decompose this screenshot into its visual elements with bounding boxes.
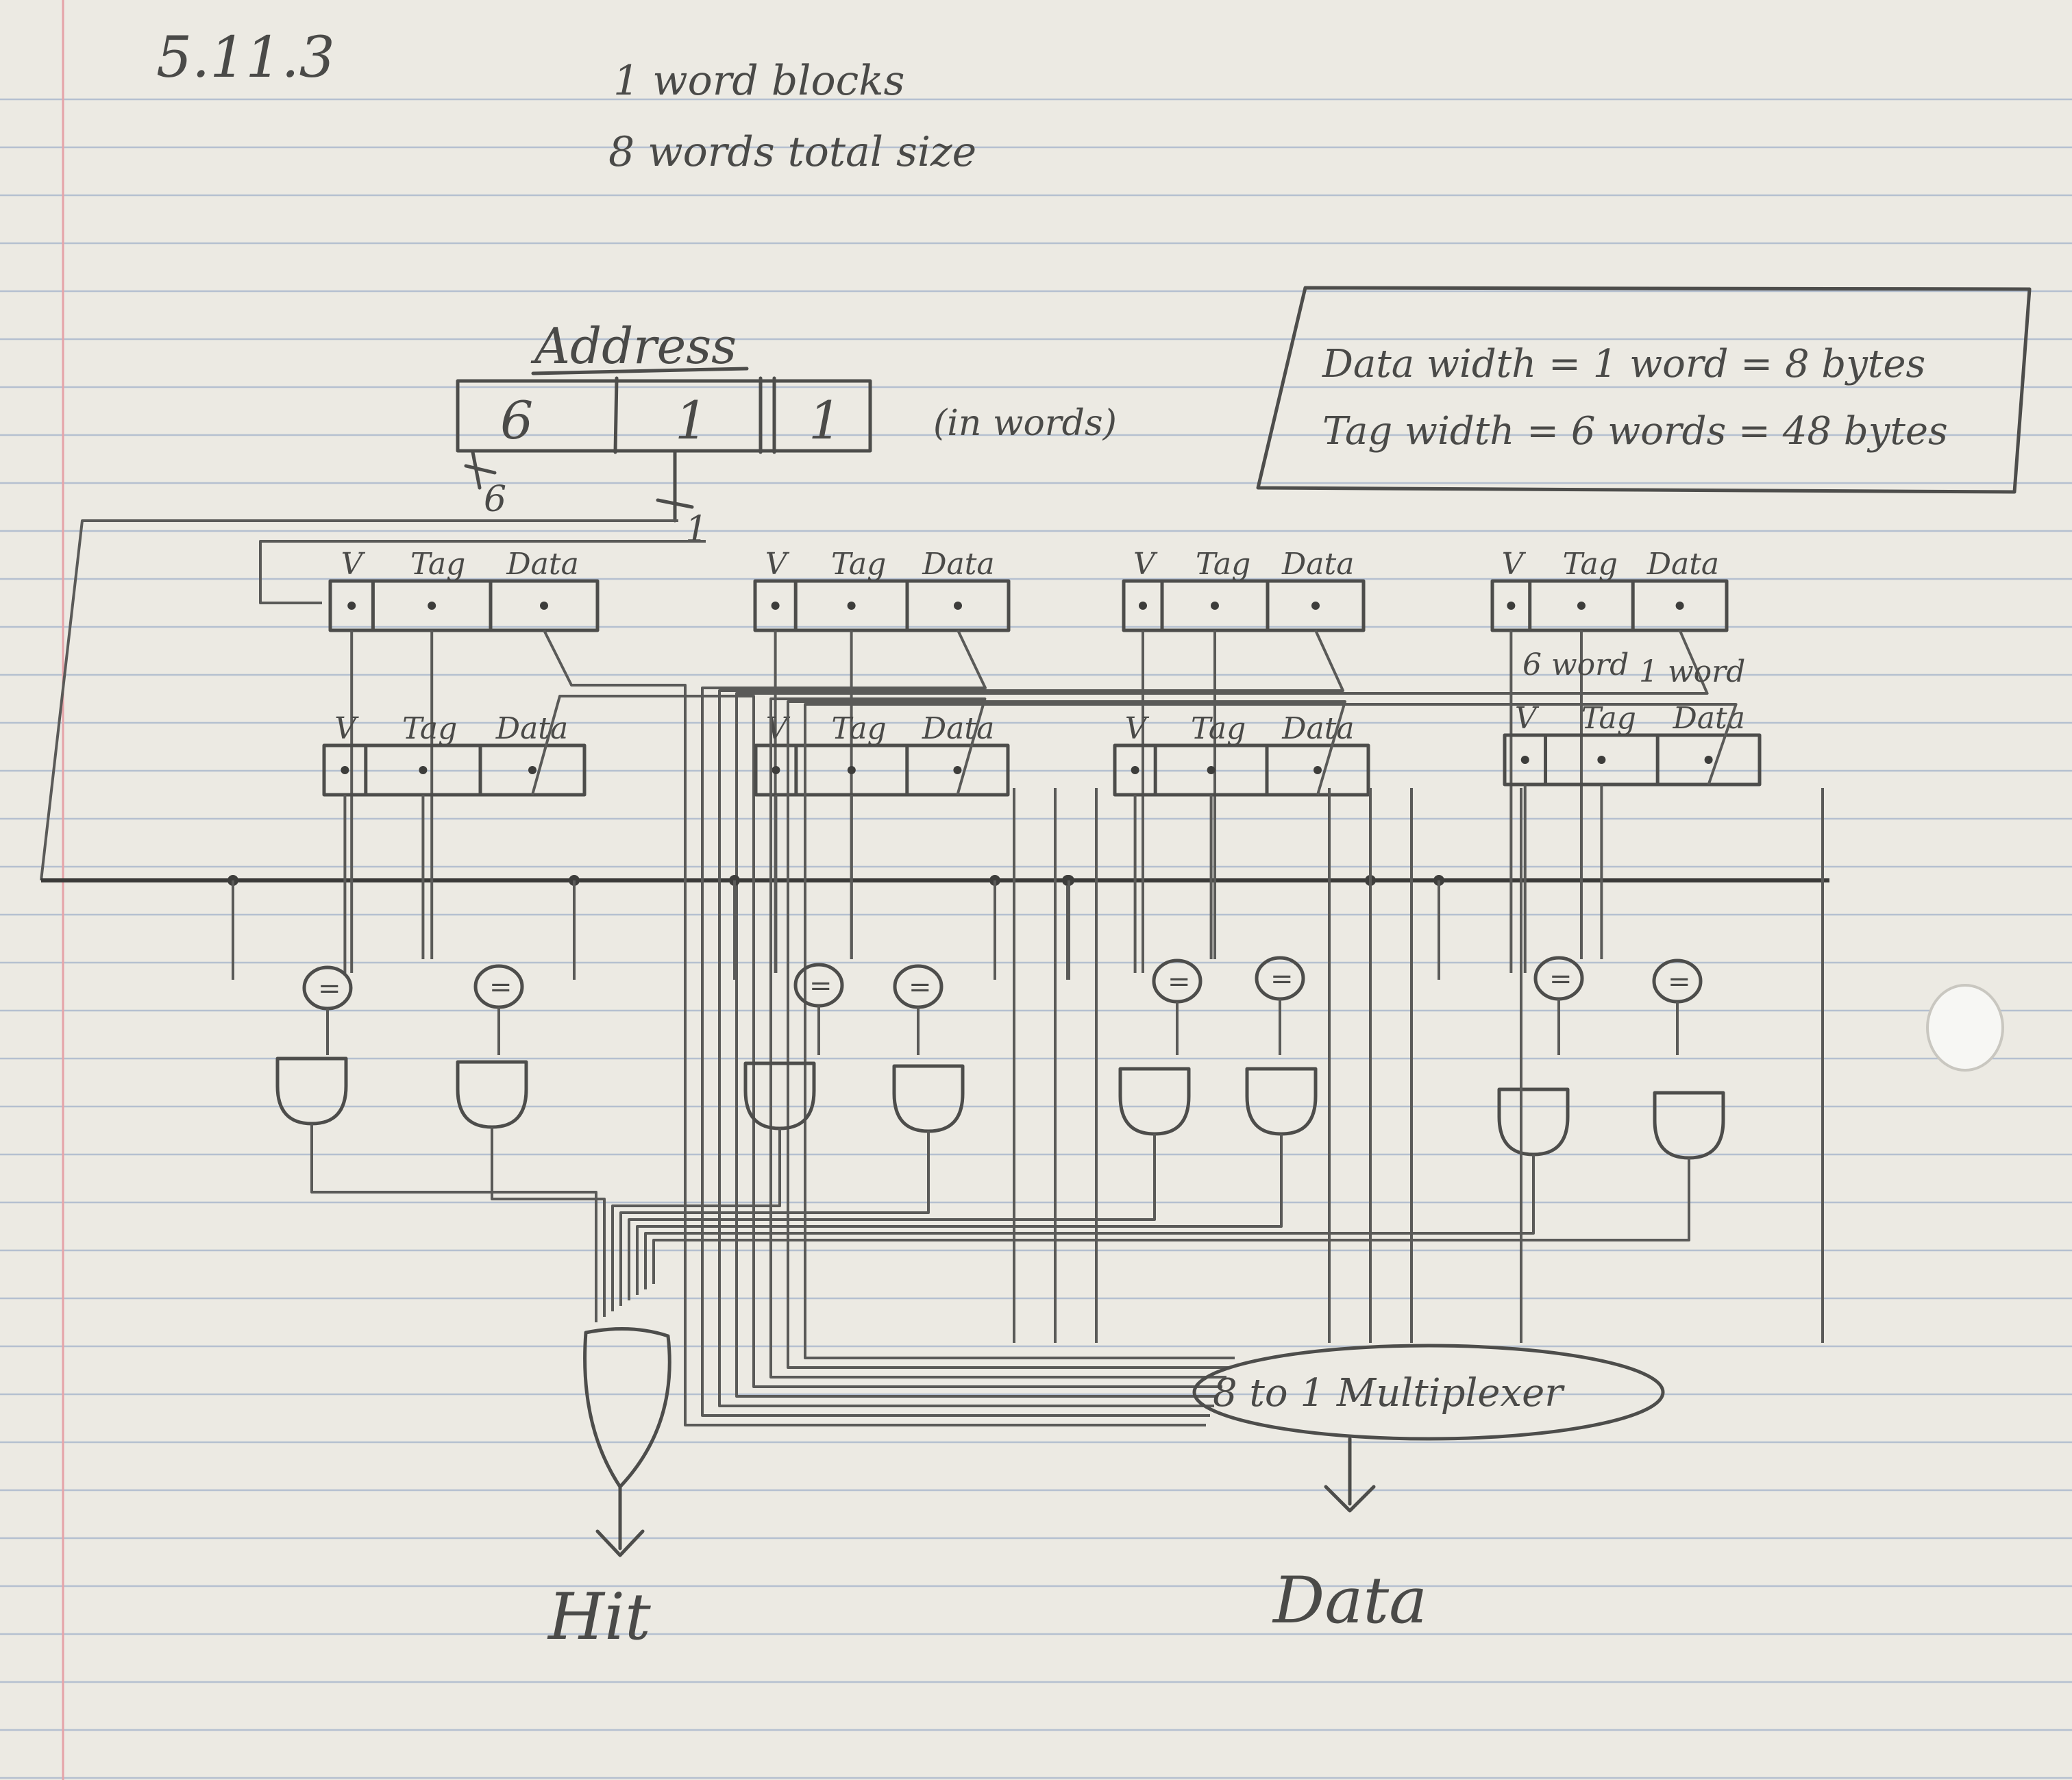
comparator-symbol-2: = <box>809 970 832 1002</box>
cache-entry-top-1: VTagData <box>702 547 1009 1302</box>
valid-and-gate-6 <box>645 1089 1568 1289</box>
tag-comparator-4: = <box>1154 961 1200 1055</box>
entry-bottom-0-data-label: Data <box>495 711 568 746</box>
entry-top-0-data-label: Data <box>506 547 578 582</box>
tag-comparator-6: = <box>1536 958 1582 1055</box>
data-output-arrow <box>1326 1439 1374 1511</box>
entry-bottom-0-v-label: V <box>334 711 359 746</box>
comparator-symbol-3: = <box>909 972 932 1003</box>
valid-and-gate-5 <box>637 1069 1316 1295</box>
valid-and-gate-2 <box>613 1063 814 1311</box>
entry-top-2-tag-label: Tag <box>1196 547 1250 582</box>
index-bits-label: 1 <box>685 509 708 550</box>
entry-bottom-2-data-label: Data <box>1281 711 1354 746</box>
data-wire-7 <box>805 1302 1235 1358</box>
data-output-label: Data <box>1272 1563 1427 1638</box>
tag-comparator-7: = <box>1654 961 1701 1055</box>
comparator-symbol-4: = <box>1168 966 1191 998</box>
word-note-data: 1 word <box>1639 654 1745 689</box>
entry-top-3-tag-label: Tag <box>1563 547 1618 582</box>
punch-hole <box>1927 985 2003 1070</box>
problem-number: 5.11.3 <box>156 25 335 90</box>
comparator-symbol-0: = <box>318 973 341 1004</box>
entry-top-1-data-label: Data <box>922 547 994 582</box>
data-wire-3 <box>737 1302 1218 1396</box>
entry-top-1-tag-label: Tag <box>831 547 886 582</box>
comparator-symbol-5: = <box>1270 963 1294 995</box>
entry-top-2-data-label: Data <box>1281 547 1354 582</box>
entry-top-1-v-label: V <box>765 547 790 582</box>
valid-and-gate-1 <box>458 1062 604 1317</box>
tag-comparator-5: = <box>1257 958 1303 1055</box>
address-tag-field: 6 <box>500 390 533 451</box>
valid-and-gate-0 <box>278 1059 596 1322</box>
entry-bottom-1-tag-label: Tag <box>831 711 886 746</box>
offset-wire-loop <box>260 541 706 603</box>
entry-top-0-tag-label: Tag <box>410 547 465 582</box>
hit-output-arrow <box>597 1487 643 1555</box>
address-units-note: (in words) <box>933 403 1117 444</box>
address-index-field: 1 <box>675 390 708 451</box>
entry-bottom-2-v-label: V <box>1125 711 1150 746</box>
data-wire-4 <box>754 1302 1222 1387</box>
entry-top-3-v-label: V <box>1502 547 1527 582</box>
hit-output-label: Hit <box>547 1580 651 1655</box>
entry-bottom-3-v-label: V <box>1515 701 1540 736</box>
cache-entry-top-0: VTagData <box>330 547 685 1302</box>
entry-top-3-data-label: Data <box>1646 547 1719 582</box>
data-wire-2 <box>719 1302 1214 1406</box>
valid-and-gate-7 <box>654 1093 1723 1284</box>
tag-bits-label: 6 <box>484 479 506 520</box>
note-total-size: 8 words total size <box>608 128 976 176</box>
tag-width-note: Tag width = 6 words = 48 bytes <box>1322 409 1948 454</box>
word-note-tag: 6 word <box>1522 647 1629 682</box>
address-register: 6 1 1 <box>458 378 870 452</box>
address-offset-field: 1 <box>809 390 841 451</box>
entry-bottom-3-tag-label: Tag <box>1581 701 1636 736</box>
cache-entry-bottom-0: V Tag Data <box>324 696 754 1302</box>
cache-entry-top-2: VTagData <box>719 547 1364 1302</box>
comparator-symbol-6: = <box>1549 963 1572 995</box>
valid-and-gate-3 <box>621 1066 963 1306</box>
multiplexer-label: 8 to 1 Multiplexer <box>1213 1371 1565 1416</box>
summary-box <box>1258 288 2030 492</box>
entry-top-2-v-label: V <box>1133 547 1158 582</box>
data-wire-5 <box>771 1302 1226 1377</box>
entry-top-0-v-label: V <box>341 547 366 582</box>
comparator-symbol-7: = <box>1668 966 1691 998</box>
entry-bottom-1-data-label: Data <box>922 711 994 746</box>
hit-or-gate <box>585 1329 670 1487</box>
note-block-size: 1 word blocks <box>613 57 904 105</box>
data-width-note: Data width = 1 word = 8 bytes <box>1322 342 1925 386</box>
entry-bottom-0-tag-label: Tag <box>402 711 457 746</box>
comparator-symbol-1: = <box>489 972 513 1003</box>
valid-and-gate-4 <box>629 1069 1189 1300</box>
entry-bottom-2-tag-label: Tag <box>1191 711 1246 746</box>
address-title: Address <box>530 317 737 375</box>
